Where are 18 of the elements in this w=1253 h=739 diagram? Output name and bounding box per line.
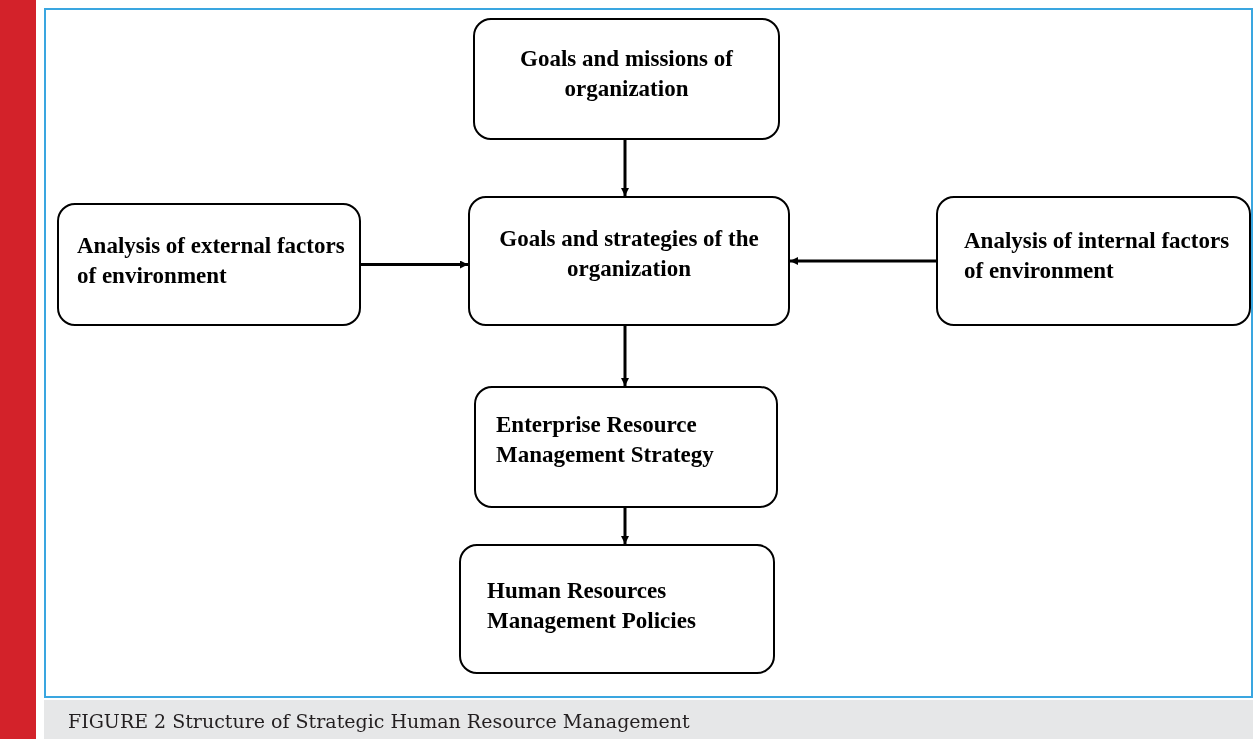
- process-box: [459, 544, 775, 674]
- process-box: [474, 386, 778, 508]
- arrow: [621, 508, 629, 544]
- box-label: Enterprise Resource Management Strategy: [496, 411, 715, 469]
- caption: FIGURE 2 Structure of Strategic Human Resource Management: [68, 709, 690, 733]
- box-label: Goals and strategies of the organization: [498, 225, 760, 283]
- process-box: [473, 18, 780, 140]
- process-box: [468, 196, 790, 326]
- arrow: [621, 140, 629, 196]
- process-box: [57, 203, 361, 326]
- box-label: Analysis of internal factors of environment: [964, 227, 1231, 285]
- box-label: Human Resources Management Policies: [487, 577, 697, 635]
- box-label: Analysis of external factors of environment: [77, 232, 346, 290]
- arrow: [621, 326, 629, 386]
- arrow: [790, 257, 936, 265]
- box-label: Goals and missions of organization: [519, 45, 734, 103]
- process-box: [936, 196, 1251, 326]
- arrow: [361, 260, 468, 269]
